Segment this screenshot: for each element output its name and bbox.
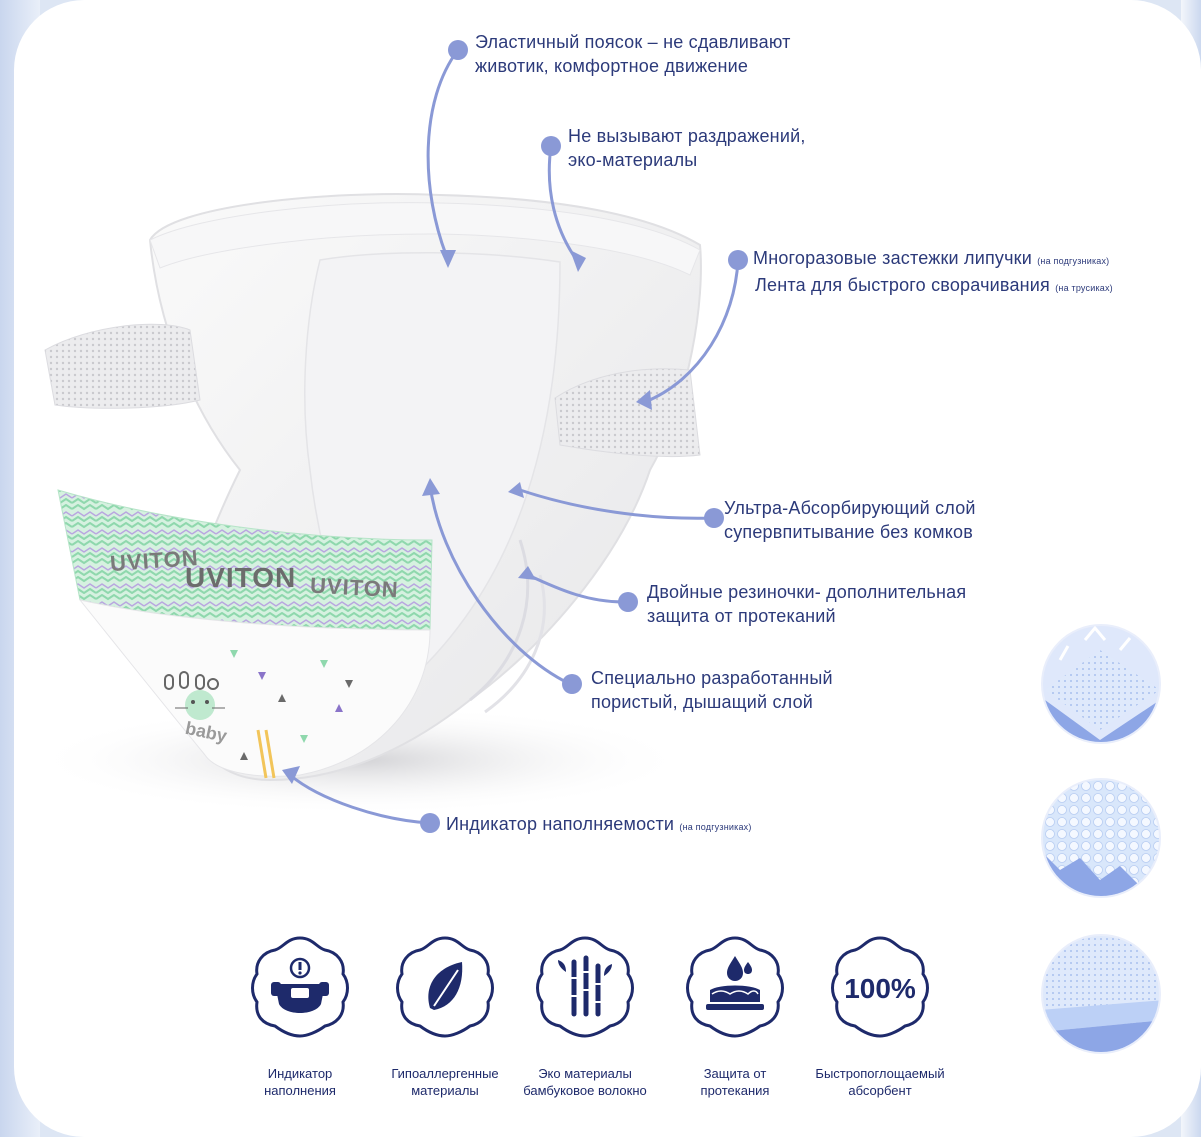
callout-absorb: Ультра-Абсорбирующий слой супервпитывани… xyxy=(724,496,976,544)
layer-circle-top xyxy=(1041,624,1161,744)
feature-hypoallergenic: Гипоаллергенные материалы xyxy=(370,932,520,1099)
callout-indicator: Индикатор наполняемости (на подгузниках) xyxy=(446,812,752,839)
callout-fasteners-line1: Многоразовые застежки липучки xyxy=(753,248,1033,268)
callout-eco: Не вызывают раздражений, эко-материалы xyxy=(568,124,806,172)
callout-porous-line1: Специально разработанный xyxy=(591,668,833,688)
callout-cuffs-line2: защита от протеканий xyxy=(647,606,836,626)
callout-absorb-line1: Ультра-Абсорбирующий слой xyxy=(724,498,976,518)
percent-badge: 100% xyxy=(844,973,916,1004)
callout-fasteners: Многоразовые застежки липучки (на подгуз… xyxy=(753,246,1113,300)
callout-fasteners-note2: (на трусиках) xyxy=(1055,283,1113,293)
callout-porous-line2: пористый, дышащий слой xyxy=(591,692,814,712)
callout-waist-line1: Эластичный поясок – не сдавливают xyxy=(475,32,791,52)
feature-absorbent-label: Быстропоглощаемый абсорбент xyxy=(815,1066,945,1098)
feature-bamboo: Эко материалы бамбуковое волокно xyxy=(510,932,660,1099)
feature-leak-label: Защита от протекания xyxy=(700,1066,770,1098)
callout-fasteners-note1: (на подгузниках) xyxy=(1037,256,1110,266)
leaf-icon xyxy=(396,936,494,1038)
cat-icon xyxy=(164,671,225,720)
feature-leak: Защита от протекания xyxy=(660,932,810,1099)
callout-cuffs-line1: Двойные резиночки- дополнительная xyxy=(647,582,967,602)
feature-indicator: Индикатор наполнения xyxy=(225,932,375,1099)
callout-absorb-line2: супервпитывание без комков xyxy=(724,522,973,542)
layer-circle-bottom xyxy=(1041,934,1161,1054)
leak-protection-icon xyxy=(686,936,784,1038)
diaper-indicator-icon xyxy=(251,936,349,1038)
callout-eco-line2: эко-материалы xyxy=(568,150,698,170)
callout-cuffs: Двойные резиночки- дополнительная защита… xyxy=(647,580,966,628)
feature-indicator-label: Индикатор наполнения xyxy=(264,1066,336,1098)
callout-porous: Специально разработанный пористый, дышащ… xyxy=(591,666,833,714)
logo-right: UVITON xyxy=(309,572,400,603)
bamboo-icon xyxy=(536,936,634,1038)
feature-bamboo-label: Эко материалы бамбуковое волокно xyxy=(523,1066,647,1098)
percent-icon: 100% xyxy=(831,936,929,1038)
logo-center: UVITON xyxy=(185,562,297,593)
callout-waist-line2: животик, комфортное движение xyxy=(475,56,749,76)
callout-indicator-line: Индикатор наполняемости xyxy=(446,814,675,834)
feature-hypoallergenic-label: Гипоаллергенные материалы xyxy=(391,1066,499,1098)
callout-indicator-note: (на подгузниках) xyxy=(679,822,752,832)
callout-eco-line1: Не вызывают раздражений, xyxy=(568,126,806,146)
layer-circle-middle xyxy=(1041,778,1161,898)
callout-lines xyxy=(288,48,740,825)
feature-absorbent: 100% Быстропоглощаемый абсорбент xyxy=(805,932,955,1099)
callout-waist: Эластичный поясок – не сдавливают животи… xyxy=(475,30,791,78)
callout-fasteners-line2: Лента для быстрого сворачивания xyxy=(755,275,1051,295)
